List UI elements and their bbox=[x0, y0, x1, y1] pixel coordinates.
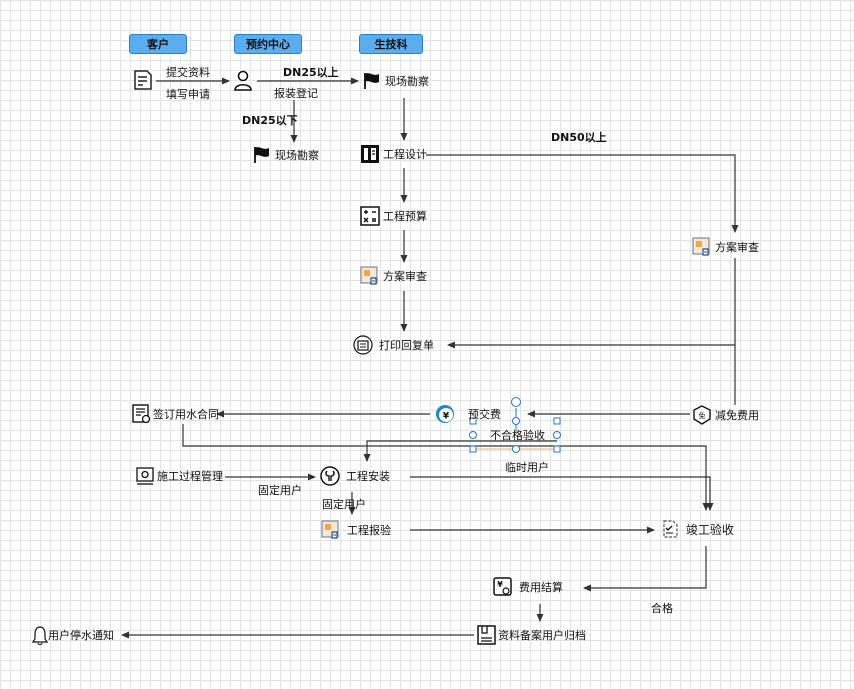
svg-text:¥: ¥ bbox=[443, 412, 450, 422]
label-engineering-design: 工程设计 bbox=[383, 148, 427, 161]
calculator-icon bbox=[359, 205, 381, 227]
label-report-inspection: 工程报验 bbox=[347, 524, 391, 537]
label-fee-relief: 减免费用 bbox=[715, 409, 759, 422]
edge-right-review-print bbox=[447, 258, 736, 349]
node-engineering-install[interactable]: 工程安装 bbox=[319, 466, 390, 486]
gear-monitor-icon bbox=[135, 465, 157, 487]
node-engineering-design[interactable]: 工程设计 bbox=[359, 144, 427, 164]
node-print-reply[interactable]: 打印回复单 bbox=[352, 335, 434, 355]
label-site-survey-small: 现场勘察 bbox=[275, 149, 319, 162]
label-water-stop-notice: 用户停水通知 bbox=[48, 629, 114, 642]
label-fee-settlement: 费用结算 bbox=[519, 581, 563, 594]
label-engineering-budget: 工程预算 bbox=[383, 210, 427, 223]
yen-bill-icon: ¥ bbox=[492, 576, 514, 598]
edge-label-fixed-user-2: 固定用户 bbox=[322, 498, 366, 511]
archive-box-icon bbox=[476, 624, 498, 646]
edge-label-dn25-up: DN25以上 bbox=[283, 66, 339, 79]
label-print-reply: 打印回复单 bbox=[379, 339, 434, 352]
label-fill-application: 填写申请 bbox=[166, 88, 210, 101]
printer-icon bbox=[352, 334, 374, 356]
edge-completion-settlement bbox=[583, 546, 707, 592]
node-archive[interactable]: 资料备案用户归档 bbox=[476, 625, 586, 645]
flag-icon bbox=[251, 144, 273, 166]
edge-label-qualified: 合格 bbox=[651, 602, 673, 615]
lane-production-tech[interactable]: 生技科 bbox=[359, 34, 423, 54]
label-completion-acceptance: 竣工验收 bbox=[686, 522, 735, 537]
edge-label-unqualified-acceptance[interactable]: 不合格验收 bbox=[490, 429, 545, 442]
edge-label-temp-user: 临时用户 bbox=[505, 461, 549, 474]
node-prepay[interactable]: ¥ bbox=[434, 404, 456, 424]
edge-label-dn50-up: DN50以上 bbox=[551, 131, 607, 144]
edge-dn50-review bbox=[426, 154, 739, 233]
wrench-circle-icon bbox=[319, 465, 341, 487]
node-site-survey-small[interactable]: 现场勘察 bbox=[251, 145, 319, 165]
contract-document-icon bbox=[131, 403, 153, 425]
svg-text:免: 免 bbox=[699, 411, 706, 420]
selection-handles bbox=[469, 397, 561, 453]
engineering-design-icon bbox=[359, 143, 381, 165]
edge-install-completion bbox=[410, 476, 714, 511]
node-plan-review-left[interactable]: 方案审查 bbox=[359, 266, 427, 286]
node-fee-relief[interactable]: 免 减免费用 bbox=[691, 405, 759, 425]
label-sign-contract: 签订用水合同 bbox=[153, 408, 219, 421]
node-construction-mgmt[interactable]: 施工过程管理 bbox=[135, 466, 223, 486]
label-plan-review-right: 方案审查 bbox=[715, 241, 759, 254]
node-sign-contract[interactable]: 签订用水合同 bbox=[131, 404, 219, 424]
yen-payment-icon: ¥ bbox=[434, 403, 456, 425]
node-water-stop-notice[interactable]: 用户停水通知 bbox=[31, 624, 114, 646]
node-submit-docs[interactable] bbox=[132, 70, 154, 90]
checklist-icon bbox=[660, 518, 682, 540]
user-person-icon bbox=[232, 69, 254, 91]
label-archive: 资料备案用户归档 bbox=[498, 629, 586, 642]
bell-icon bbox=[31, 624, 49, 646]
label-site-survey: 现场勘察 bbox=[385, 75, 429, 88]
node-completion-acceptance[interactable]: 竣工验收 bbox=[660, 519, 734, 539]
label-submit-docs: 提交资料 bbox=[166, 66, 210, 79]
node-report-inspection[interactable]: 工程报验 bbox=[320, 520, 391, 540]
edge-label-fixed-user-1: 固定用户 bbox=[258, 484, 302, 497]
node-site-survey[interactable]: 现场勘察 bbox=[361, 71, 429, 91]
relief-badge-icon: 免 bbox=[691, 404, 713, 426]
node-engineering-budget[interactable]: 工程预算 bbox=[359, 206, 427, 226]
svg-text:¥: ¥ bbox=[497, 580, 503, 589]
lane-customer[interactable]: 客户 bbox=[129, 34, 187, 54]
edge-temp-install bbox=[363, 440, 557, 462]
image-review-icon bbox=[359, 265, 381, 287]
node-plan-review-right[interactable]: 方案审查 bbox=[691, 237, 759, 257]
node-booking-user[interactable] bbox=[232, 69, 254, 91]
edge-label-dn25-down: DN25以下 bbox=[242, 114, 298, 127]
label-prepay: 预交费 bbox=[468, 408, 501, 421]
label-register: 报装登记 bbox=[274, 87, 318, 100]
label-plan-review-left: 方案审查 bbox=[383, 270, 427, 283]
edge-contract-completion bbox=[182, 424, 710, 511]
label-engineering-install: 工程安装 bbox=[346, 470, 390, 483]
label-construction-mgmt: 施工过程管理 bbox=[157, 470, 223, 483]
document-form-icon bbox=[132, 69, 154, 91]
image-review-icon bbox=[320, 519, 342, 541]
image-review-icon bbox=[691, 236, 713, 258]
node-fee-settlement[interactable]: ¥ 费用结算 bbox=[492, 577, 563, 597]
flag-icon bbox=[361, 70, 383, 92]
lane-booking-center[interactable]: 预约中心 bbox=[234, 34, 302, 54]
